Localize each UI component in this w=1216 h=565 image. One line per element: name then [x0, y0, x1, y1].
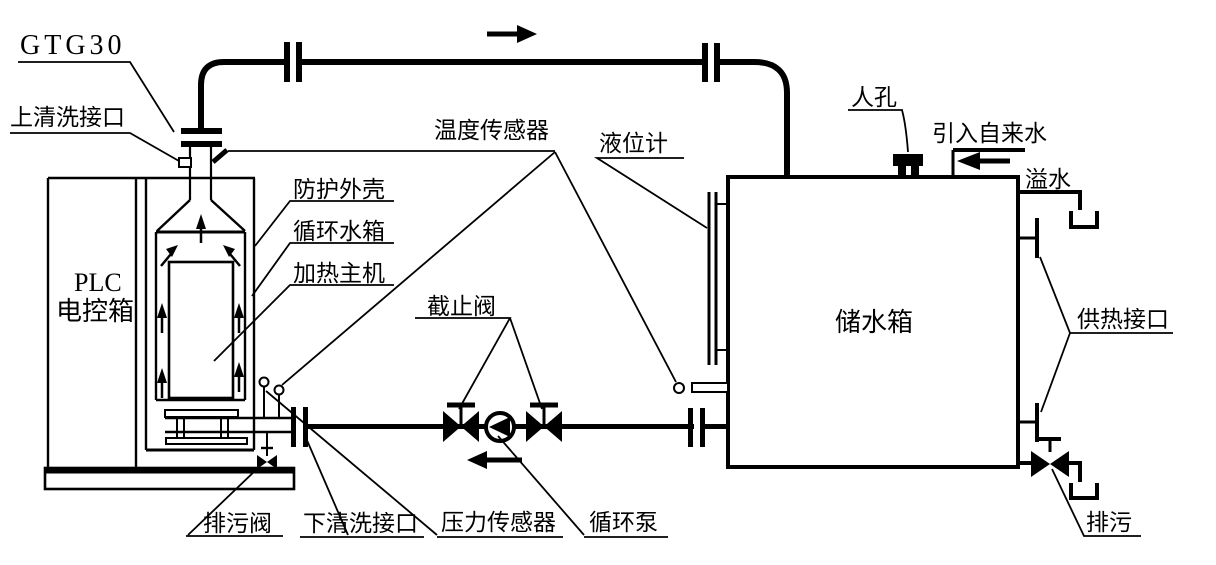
heater-stand — [164, 409, 248, 445]
plc-control-box — [46, 176, 255, 468]
label-heat-supply-port: 供热接口 — [1077, 307, 1169, 332]
label-plc: PLC — [74, 268, 122, 297]
label-level-gauge: 液位计 — [599, 131, 668, 156]
protective-shell — [144, 178, 256, 452]
heating-unit-body — [167, 260, 235, 400]
label-upper-clean-port: 上清洗接口 — [10, 105, 125, 130]
label-storage-tank: 储水箱 — [835, 308, 913, 337]
chimney-temperature-probe — [211, 148, 229, 164]
bottom-pipe — [308, 408, 727, 447]
label-temperature-sensor: 温度传感器 — [434, 118, 549, 143]
manhole-icon — [893, 154, 923, 175]
stop-valve-right-icon — [526, 402, 562, 442]
label-tap-water-inlet: 引入自来水 — [932, 121, 1047, 146]
lower-cleaning-port-flange — [291, 407, 296, 447]
label-heating-unit: 加热主机 — [293, 261, 385, 286]
level-gauge — [707, 192, 728, 365]
tank-temperature-sensor — [673, 382, 729, 394]
circulation-pump-icon — [484, 411, 516, 443]
label-manhole: 人孔 — [851, 85, 897, 110]
label-drain: 排污 — [1086, 510, 1132, 535]
label-overflow: 溢水 — [1025, 167, 1071, 192]
flow-arrow-right-icon — [487, 25, 537, 43]
label-plc-box: 电控箱 — [56, 297, 134, 326]
storage-tank — [726, 175, 1020, 469]
pipe-union-icon — [284, 42, 290, 82]
labels: GTG30 上清洗接口 PLC 电控箱 防护外壳 循环水箱 加热主机 温度传感器… — [10, 30, 1169, 536]
label-protective-shell: 防护外壳 — [293, 177, 385, 202]
heater-outlet-pipe — [165, 407, 308, 447]
label-circulation-pump: 循环泵 — [589, 510, 658, 535]
label-pressure-sensor: 压力传感器 — [441, 510, 556, 535]
stop-valve-left-icon — [443, 402, 479, 442]
heater-drain-valve-icon — [257, 432, 277, 469]
chimney-and-flange — [178, 128, 229, 200]
internal-flow-arrows — [157, 214, 244, 398]
upper-cleaning-port-stub — [178, 157, 192, 168]
label-stop-valve: 截止阀 — [427, 294, 496, 319]
heat-supply-port-lower — [1018, 403, 1039, 442]
tap-water-inlet-pipe — [951, 148, 1025, 177]
heat-supply-port-upper — [1018, 218, 1039, 258]
pipe-union-icon — [688, 408, 693, 447]
leader-lines — [10, 61, 1173, 538]
pipe-union-icon — [702, 43, 708, 82]
label-lower-clean-port: 下清洗接口 — [303, 511, 418, 536]
flow-arrow-left-icon — [467, 451, 522, 469]
pressure-sensor-stub — [258, 376, 270, 418]
label-drain-valve: 排污阀 — [203, 511, 272, 536]
label-circulation-tank: 循环水箱 — [293, 219, 385, 244]
flow-arrow-left-icon — [957, 152, 980, 170]
overflow-pipe — [1018, 190, 1099, 229]
tank-drain-valve-icon — [1018, 437, 1099, 500]
label-model: GTG30 — [20, 30, 126, 61]
temperature-sensor-stub — [273, 384, 285, 418]
top-pipe — [198, 25, 790, 176]
base-skid — [43, 466, 296, 491]
